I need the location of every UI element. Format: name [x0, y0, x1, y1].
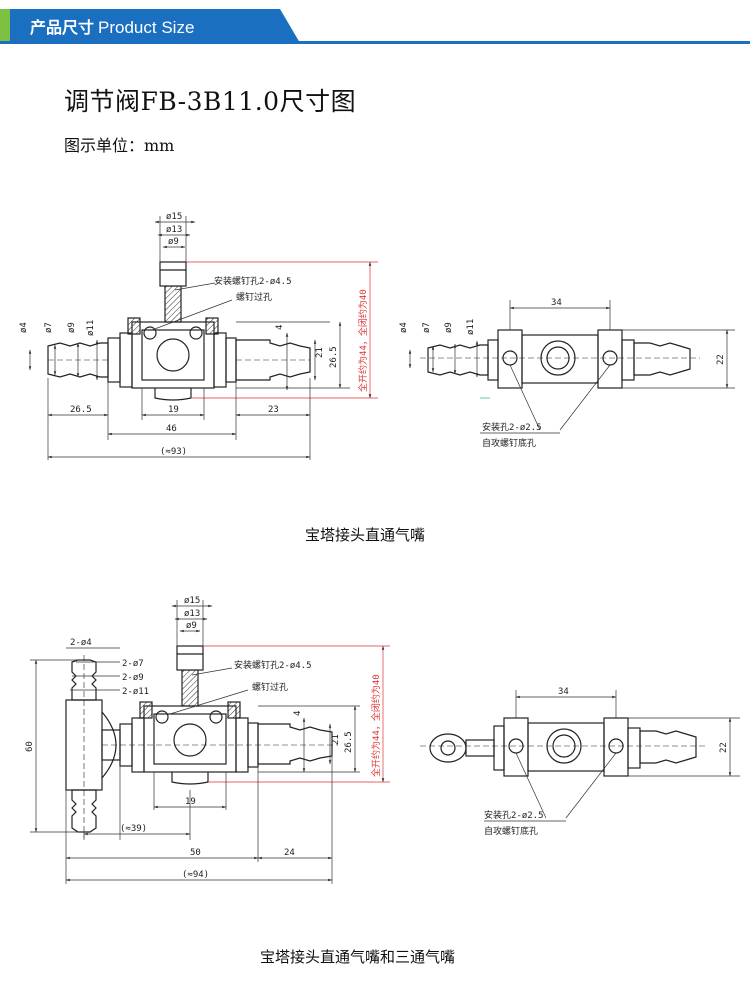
fig1-front-dims [28, 216, 378, 460]
fig1-dia7: ø7 [44, 322, 54, 333]
fig2-note-hole: 螺钉过孔 [252, 681, 288, 693]
fig1-side-dia4: ø4 [399, 322, 409, 333]
fig1-dim23: 23 [268, 405, 279, 415]
fig2-side-dim22: 22 [719, 742, 729, 753]
fig1-note-screw: 安装螺钉孔2-ø4.5 [214, 275, 292, 287]
figure2-caption: 宝塔接头直通气嘴和三通气嘴 [260, 948, 456, 966]
fig2-dia13: ø13 [184, 609, 200, 619]
fig2-dim50: 50 [190, 848, 201, 858]
fig1-side-dia11: ø11 [466, 319, 476, 335]
fig1-front-labels: ø15 ø13 ø9 ø4 ø7 ø9 ø11 安装螺钉孔2-ø4.5 螺钉过孔… [19, 212, 369, 457]
fig1-dim26-5b: 26.5 [70, 405, 92, 415]
fig1-side-note-tap: 自攻螺钉底孔 [482, 437, 536, 449]
fig1-dim19: 19 [168, 405, 179, 415]
fig2-note-screw: 安装螺钉孔2-ø4.5 [234, 659, 312, 671]
page-title: 调节阀FB-3B11.0尺寸图 [64, 87, 357, 116]
fig1-dim4: 4 [275, 325, 285, 330]
fig1-dim26-5: 26.5 [329, 346, 339, 368]
fig1-dim21: 21 [315, 347, 325, 358]
fig2-dia15: ø15 [184, 596, 200, 606]
unit-label: 图示单位：mm [64, 136, 175, 155]
fig2-d2-7: 2-ø7 [122, 659, 144, 669]
fig2-dim24: 24 [284, 848, 295, 858]
fig1-side-dim22: 22 [716, 354, 726, 365]
fig2-dim21: 21 [331, 734, 341, 745]
fig2-side-labels: 34 22 安装孔2-ø2.5 自攻螺钉底孔 [484, 687, 729, 837]
fig2-side-note-tap: 自攻螺钉底孔 [484, 825, 538, 837]
fig2-d2-9: 2-ø9 [122, 673, 144, 683]
fig1-side-labels: 34 22 ø4 ø7 ø9 ø11 安装孔2-ø2.5 自攻螺钉底孔 [399, 298, 726, 449]
fig1-side-dims [408, 300, 735, 434]
header-divider [0, 41, 750, 44]
header-title-en: Product Size [98, 18, 195, 37]
fig2-side-dim34: 34 [558, 687, 569, 697]
fig1-note-hole: 螺钉过孔 [236, 291, 272, 303]
fig1-side-note-hole: 安装孔2-ø2.5 [482, 421, 542, 433]
fig1-side-dia9: ø9 [444, 322, 454, 333]
fig2-dim60: 60 [25, 741, 35, 752]
fig2-side-note-hole: 安装孔2-ø2.5 [484, 809, 544, 821]
fig1-dia9: ø9 [168, 237, 179, 247]
fig1-side-dim34: 34 [551, 298, 562, 308]
fig2-d2-11: 2-ø11 [122, 687, 149, 697]
fig2-dim19: 19 [185, 797, 196, 807]
fig1-front-view [47, 261, 311, 401]
fig2-d2-4: 2-ø4 [70, 638, 92, 648]
header-title-cn: 产品尺寸 [30, 18, 95, 37]
fig1-dia13: ø13 [166, 225, 182, 235]
fig2-side-view [420, 717, 705, 777]
fig1-dia9b: ø9 [67, 322, 77, 333]
fig2-front-view [65, 645, 338, 840]
fig2-dim-open: 全开约为44，全闭约为40 [370, 674, 382, 777]
fig1-dim93: (≈93) [160, 447, 187, 457]
fig1-side-view [420, 329, 700, 389]
fig1-dim46: 46 [166, 424, 177, 434]
figure1-caption: 宝塔接头直通气嘴 [305, 526, 426, 544]
fig2-front-labels: ø15 ø13 ø9 2-ø4 2-ø7 2-ø9 2-ø11 安装螺钉孔2-ø… [25, 596, 382, 880]
fig1-dia4: ø4 [19, 322, 29, 333]
fig1-side-dia7: ø7 [422, 322, 432, 333]
fig2-dim4: 4 [293, 711, 303, 716]
header-tab [0, 9, 300, 43]
fig2-dim39: (≈39) [120, 824, 147, 834]
fig2-dim94: (≈94) [182, 870, 209, 880]
fig1-dia15: ø15 [166, 212, 182, 222]
fig1-dia11: ø11 [86, 320, 96, 336]
fig2-front-dims [30, 600, 390, 884]
fig2-dia9: ø9 [186, 621, 197, 631]
fig2-dim26-5: 26.5 [344, 731, 354, 753]
fig1-dim-open: 全开约为44，全闭约为40 [357, 289, 369, 392]
fig2-side-dims [484, 690, 740, 822]
